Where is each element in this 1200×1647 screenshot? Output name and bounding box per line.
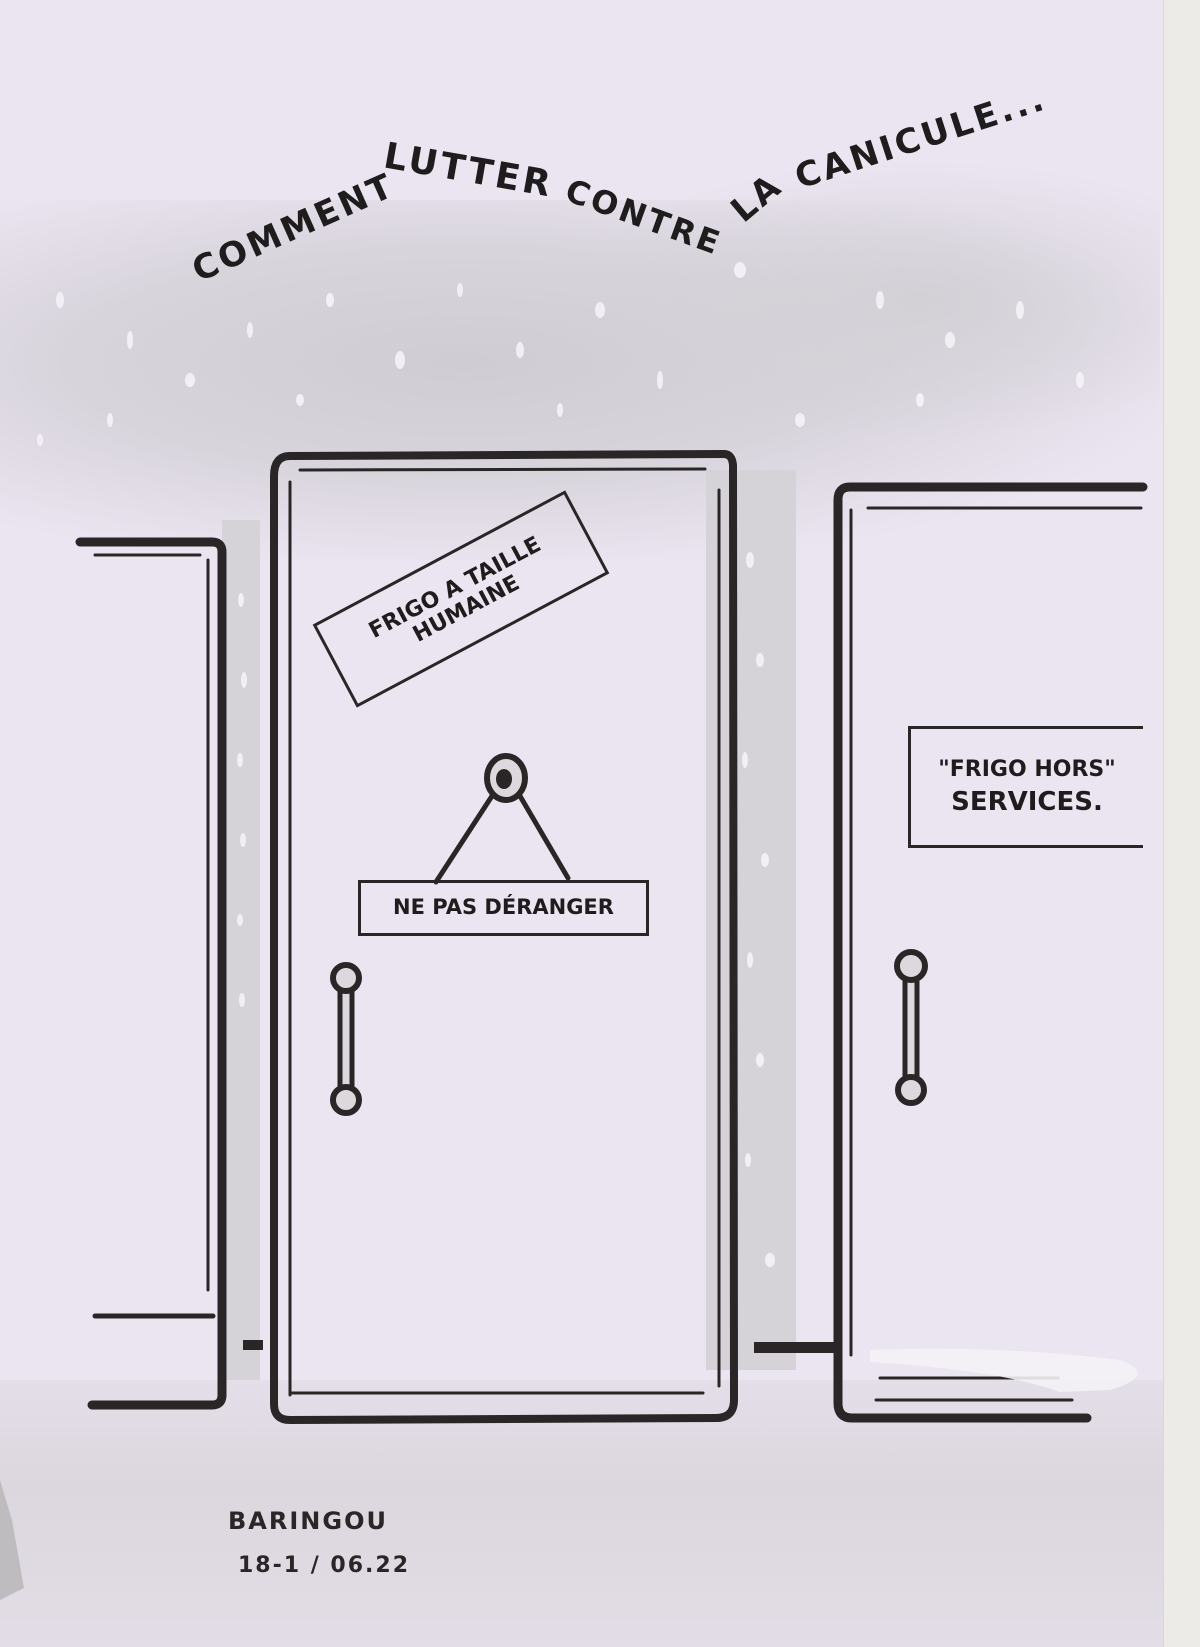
main-fridge-handle	[330, 962, 362, 1116]
correction-paint	[870, 1348, 1138, 1392]
hanging-sign-text: NE PAS DÉRANGER	[393, 895, 614, 920]
main-fridge	[270, 449, 739, 1425]
frigo-hors-services-sign: "FRIGO HORS" SERVICES.	[908, 726, 1143, 848]
fridges-drawing	[0, 262, 1148, 1600]
right-sign-line-2: SERVICES.	[951, 786, 1103, 817]
right-fridge-handle	[894, 949, 928, 1106]
gap-between-fridges-right	[706, 470, 796, 1370]
wall-speckles	[37, 262, 1084, 1267]
fridge-foot-right	[754, 1342, 834, 1353]
torn-corner	[0, 1480, 24, 1600]
scan-border	[1163, 0, 1200, 1647]
gap-between-fridges-left	[222, 520, 260, 1380]
artist-signature: BARINGOU	[228, 1507, 388, 1535]
wall-shading-right	[560, 160, 1160, 440]
right-sign-line-1: "FRIGO HORS"	[938, 756, 1116, 782]
fridge-foot-left	[243, 1340, 263, 1350]
floor-shading	[0, 1380, 1163, 1647]
left-fridge	[75, 537, 227, 1410]
signature-date: 18-1 / 06.22	[238, 1553, 410, 1578]
hanging-sign-hook	[433, 753, 571, 885]
ne-pas-deranger-sign: NE PAS DÉRANGER	[358, 880, 649, 936]
right-fridge	[833, 482, 1148, 1423]
cartoon-paper: COMMENT LUTTER CONTRE LA CANICULE... FRI…	[0, 78, 1163, 1647]
